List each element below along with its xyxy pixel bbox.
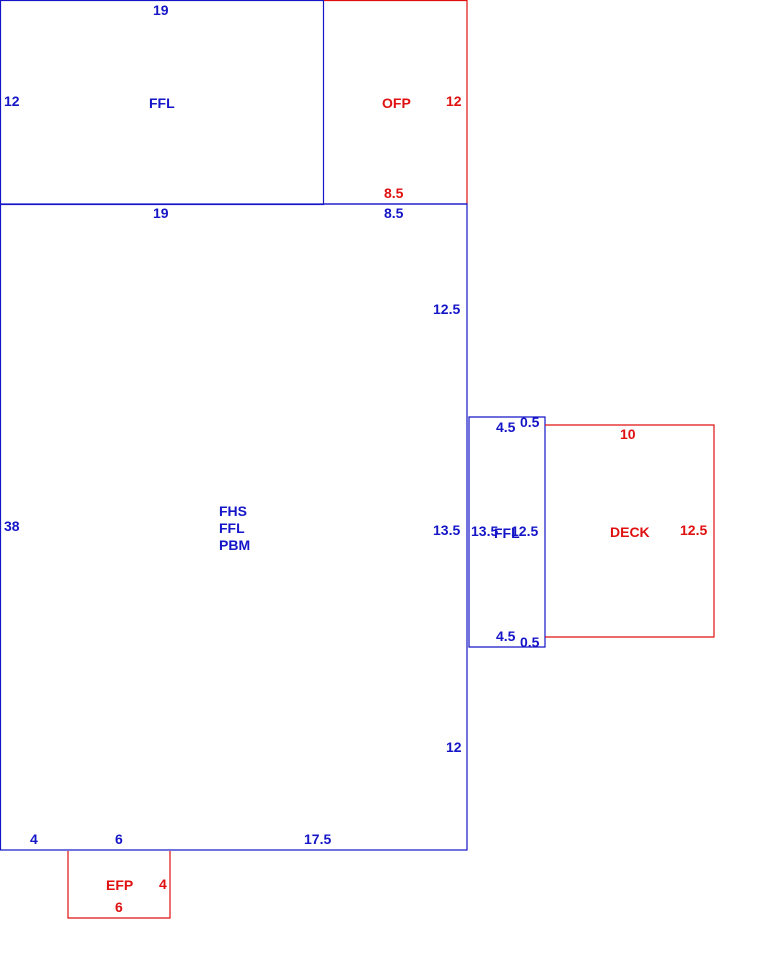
efp-area xyxy=(67,851,171,919)
deck-area xyxy=(545,424,715,638)
ofp-label: OFP xyxy=(382,95,411,111)
main-living-area xyxy=(0,203,468,851)
main-label-line1: FHS xyxy=(219,503,247,519)
efp-label: EFP xyxy=(106,877,133,893)
dim-main-top-left: 19 xyxy=(153,205,169,221)
dim-main-right-mid: 13.5 xyxy=(433,522,460,538)
dim-upper-top: 19 xyxy=(153,2,169,18)
dim-main-right-upper: 12.5 xyxy=(433,301,460,317)
dim-main-bottom-a: 4 xyxy=(30,831,38,847)
dim-ofp-right: 12 xyxy=(446,93,462,109)
side-ffl-area xyxy=(468,416,546,648)
dim-main-bottom-c: 17.5 xyxy=(304,831,331,847)
dim-side-right: 12.5 xyxy=(511,523,538,539)
ofp-area xyxy=(324,0,468,204)
dim-deck-top: 10 xyxy=(620,426,636,442)
dim-upper-left: 12 xyxy=(4,93,20,109)
main-label-line2: FFL xyxy=(219,520,245,536)
dim-main-left: 38 xyxy=(4,518,20,534)
dim-side-top: 4.5 xyxy=(496,419,516,435)
side-ffl-label: FFL xyxy=(494,525,520,541)
dim-main-right-lower: 12 xyxy=(446,739,462,755)
dim-side-left: 13.5 xyxy=(471,523,498,539)
dim-ofp-bottom: 8.5 xyxy=(384,185,404,201)
dim-efp-bottom: 6 xyxy=(115,899,123,915)
dim-deck-right: 12.5 xyxy=(680,522,707,538)
upper-ffl-label: FFL xyxy=(149,95,175,111)
dim-main-top-right: 8.5 xyxy=(384,205,404,221)
dim-side-top-step: 0.5 xyxy=(520,414,540,430)
dim-side-bottom-step: 0.5 xyxy=(520,634,540,650)
dim-main-bottom-b: 6 xyxy=(115,831,123,847)
dim-efp-right: 4 xyxy=(159,876,167,892)
dim-side-bottom: 4.5 xyxy=(496,628,516,644)
main-label-line3: PBM xyxy=(219,537,250,553)
deck-label: DECK xyxy=(610,524,650,540)
